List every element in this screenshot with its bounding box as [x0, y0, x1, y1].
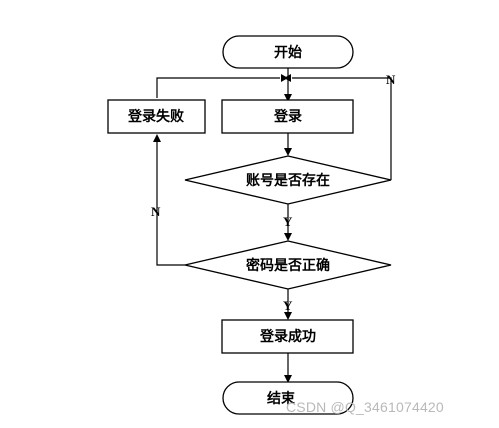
edge-failed-loop	[156, 77, 280, 98]
password-check-label: 密码是否正确	[245, 257, 330, 274]
login-process	[221, 99, 354, 134]
edge-account-no-loop	[292, 77, 392, 180]
arrowhead-into-account-check	[284, 148, 292, 156]
arrowhead-into-password-check	[284, 233, 292, 241]
login-failed-process	[107, 99, 206, 134]
arrowhead-into-login-failed	[153, 134, 161, 142]
login-success-process	[221, 319, 354, 354]
account-check-decision	[184, 155, 392, 205]
login-success-label: 登录成功	[259, 328, 316, 345]
login-failed-label: 登录失败	[127, 108, 185, 125]
password-yes-label: Y	[283, 298, 293, 313]
start-terminator	[222, 35, 354, 69]
end-label: 结束	[267, 390, 296, 407]
password-no-label: N	[151, 204, 161, 219]
account-check-label: 账号是否存在	[246, 172, 330, 189]
end-terminator	[222, 381, 354, 415]
account-yes-label: Y	[283, 214, 293, 229]
watermark: CSDN @Q_3461074420	[286, 399, 444, 415]
arrowhead-into-login	[284, 94, 292, 102]
start-label: 开始	[274, 44, 302, 61]
arrowhead-into-login-success	[284, 312, 292, 320]
edge-password-no	[156, 140, 185, 266]
arrowhead-into-end	[284, 375, 292, 383]
login-label: 登录	[273, 108, 302, 125]
password-check-decision	[184, 240, 392, 290]
arrowhead-failed	[281, 74, 288, 82]
account-no-label: N	[386, 72, 396, 87]
